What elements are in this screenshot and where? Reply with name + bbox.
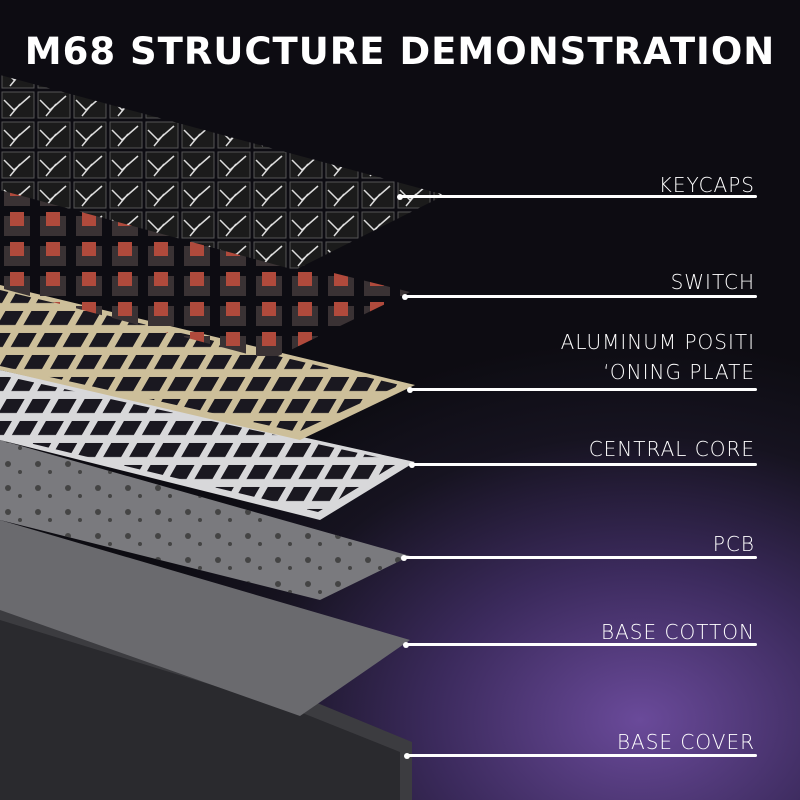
central-core-layer	[0, 370, 415, 520]
leader-line-switch	[405, 295, 757, 298]
leader-dot-core	[409, 461, 415, 468]
label-central-core: CENTRAL CORE	[588, 437, 755, 461]
base-cotton-layer	[0, 520, 410, 716]
switch-layer	[0, 190, 410, 360]
label-aluminum-plate-line1: ALUMINUM POSITI	[560, 330, 755, 354]
keycaps-layer	[0, 75, 445, 270]
page-title: M68 STRUCTURE DEMONSTRATION	[24, 30, 776, 73]
label-base-cover: BASE COVER	[616, 730, 755, 754]
leader-line-core	[412, 463, 757, 466]
leader-line-keycaps	[400, 195, 757, 198]
leader-line-cotton	[406, 643, 757, 646]
base-cover-layer	[0, 600, 412, 800]
aluminum-plate-layer	[0, 285, 415, 440]
label-keycaps: KEYCAPS	[658, 173, 755, 197]
leader-dot-plate	[407, 386, 413, 393]
leader-dot-pcb	[401, 554, 407, 561]
label-aluminum-plate-line2: ‘ONING PLATE	[603, 360, 755, 384]
leader-dot-keycaps	[397, 193, 403, 200]
leader-line-cover	[407, 754, 757, 757]
leader-dot-cover	[404, 752, 410, 759]
leader-line-pcb	[404, 556, 757, 559]
leader-line-plate	[410, 388, 757, 391]
label-base-cotton: BASE COTTON	[601, 620, 755, 644]
leader-dot-cotton	[403, 641, 409, 648]
label-pcb: PCB	[712, 532, 755, 556]
pcb-layer	[0, 440, 410, 600]
label-switch: SWITCH	[670, 270, 755, 294]
leader-dot-switch	[402, 293, 408, 300]
